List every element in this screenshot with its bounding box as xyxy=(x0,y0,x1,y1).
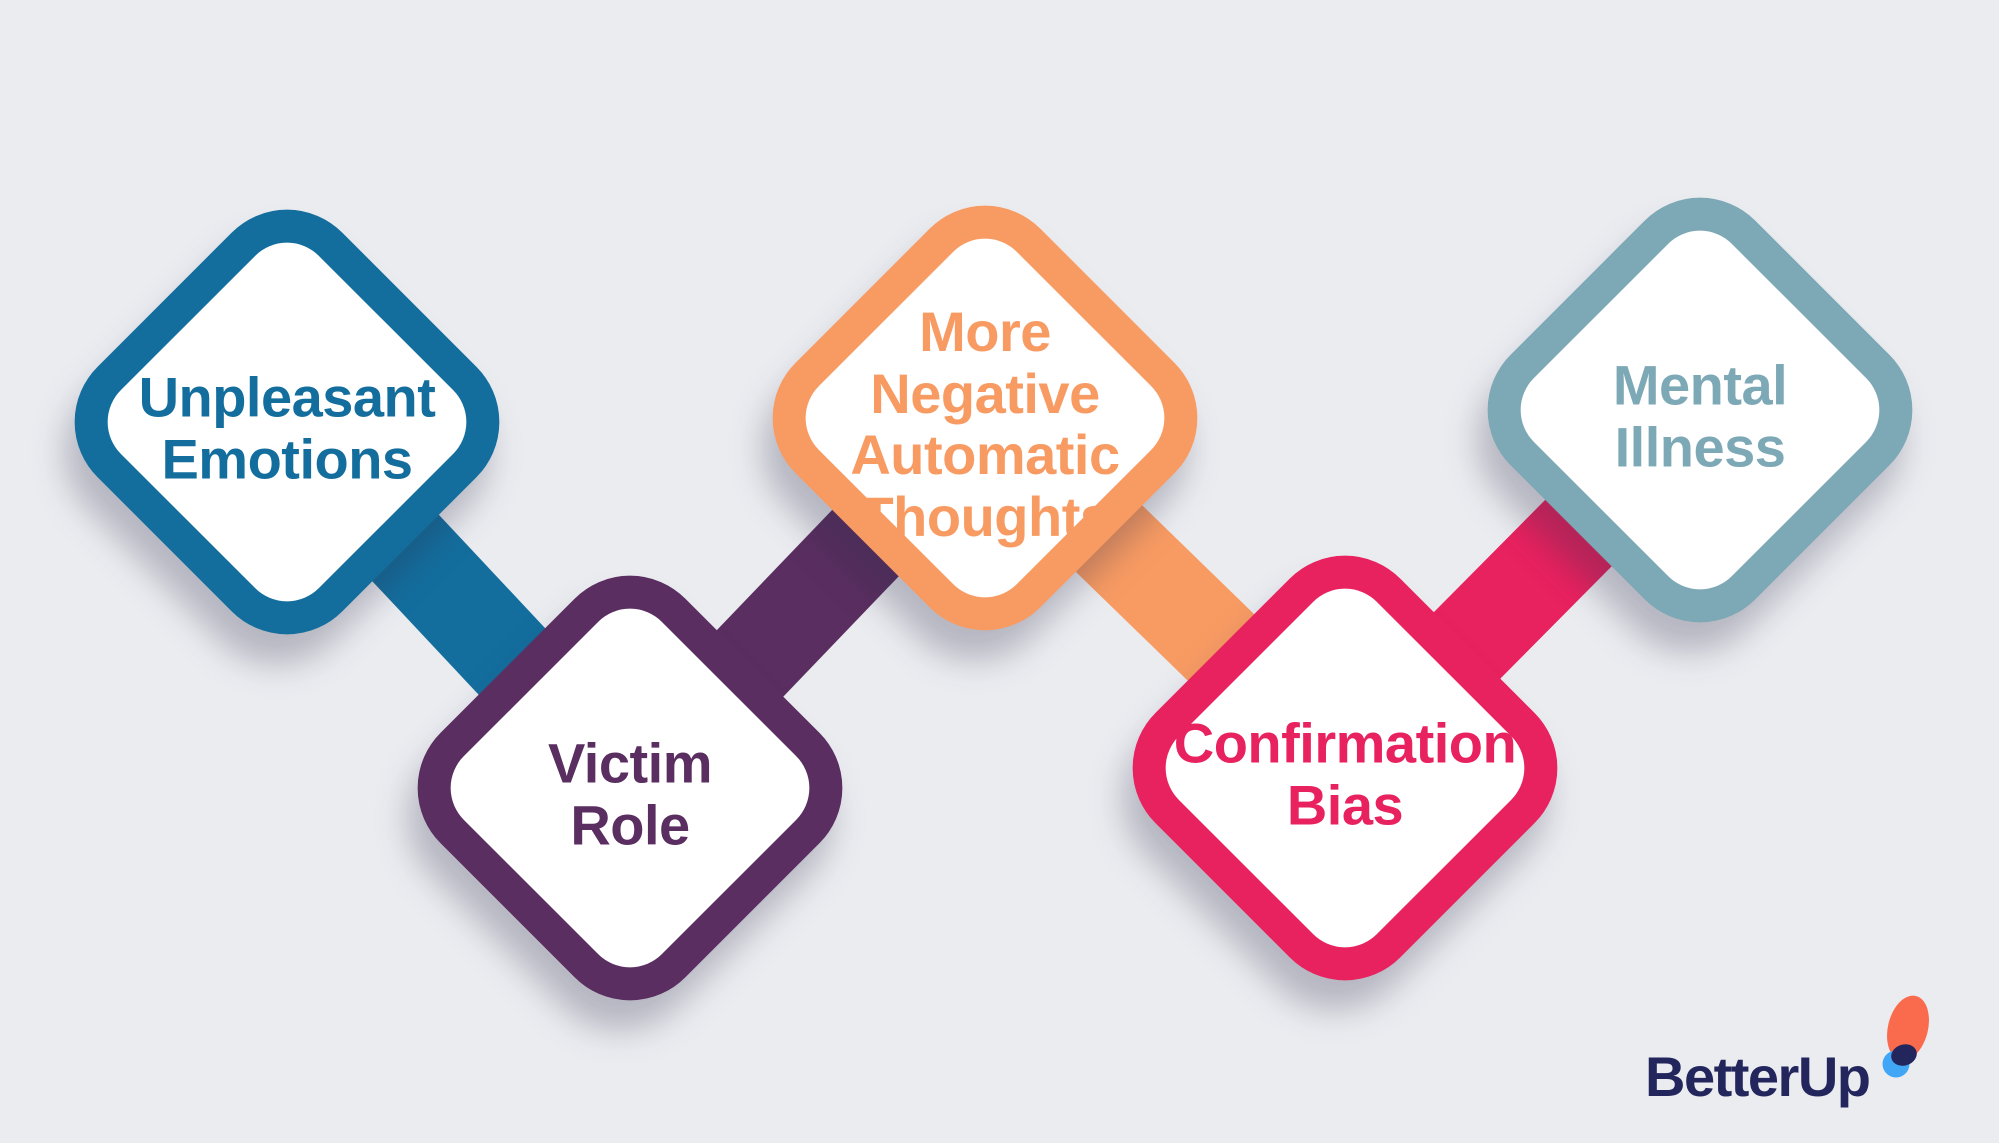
logo-balloon-orange xyxy=(1887,995,1930,1061)
betterup-logo: BetterUp xyxy=(1645,995,1933,1109)
logo-overlap-navy xyxy=(1891,1044,1918,1066)
betterup-logo-mark xyxy=(1882,995,1930,1078)
betterup-wordmark: BetterUp xyxy=(1645,1045,1871,1108)
